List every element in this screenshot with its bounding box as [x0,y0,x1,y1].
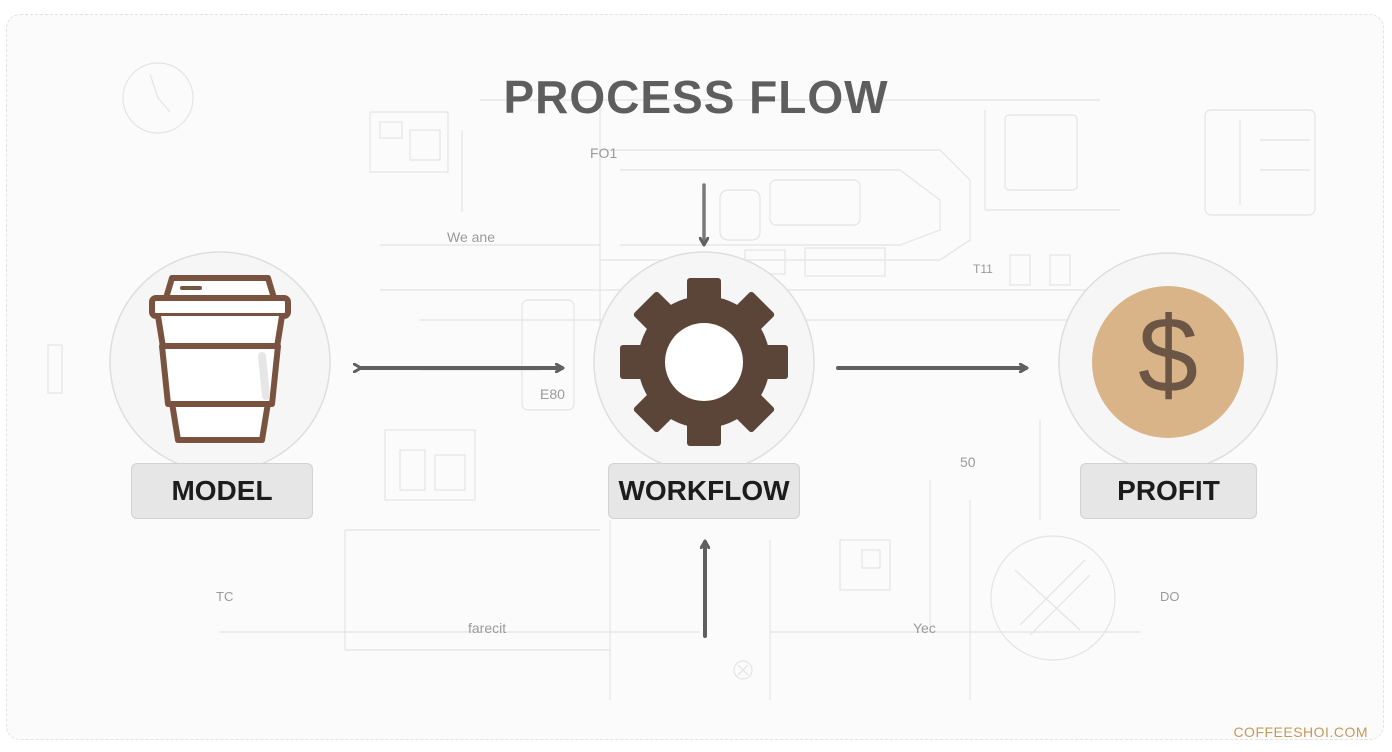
bg-label-farecit: farecit [468,620,507,636]
bg-label-we-ane: We ane [447,229,495,245]
svg-text:$: $ [1138,294,1198,415]
workflow-label: WORKFLOW [608,463,800,519]
diagram-title: PROCESS FLOW [503,71,889,123]
bg-label-do: DO [1160,589,1180,604]
dollar-coin-icon: $ [1092,286,1244,438]
bg-label-yec: Yec [913,620,936,636]
bg-label-t11: T11 [973,262,993,276]
coffee-cup-icon [149,275,291,443]
model-label-text: MODEL [171,475,273,506]
bg-label-50: 50 [960,454,976,470]
bg-label-tc: TC [216,589,234,604]
watermark: COFFEESHOI.COM [1233,724,1368,740]
profit-label: PROFIT [1080,463,1257,519]
bg-label-e80: E80 [540,386,565,402]
profit-label-text: PROFIT [1117,475,1220,506]
gear-icon [620,278,788,446]
workflow-label-text: WORKFLOW [618,475,790,506]
bg-label-fo1: FO1 [590,145,618,161]
model-label: MODEL [131,463,313,519]
